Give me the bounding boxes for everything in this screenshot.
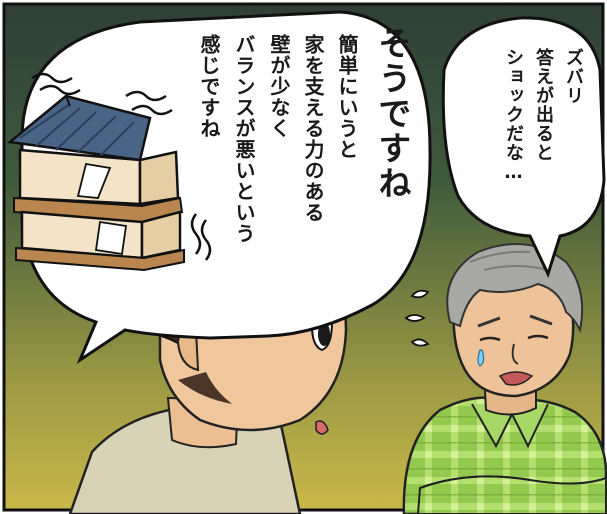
old-man-figure [402,243,607,514]
damaged-house-illustration [7,72,212,272]
staff-line-2: 家を支える力のある [301,34,325,223]
staff-speech-bubble [20,10,432,365]
staff-line-3: 壁が少なく [267,34,291,139]
staff-line-5: 感じですね [197,34,221,139]
old-man-line-3: ショックだな… [503,48,524,184]
staff-line-1: 簡単にいうと [335,34,359,160]
old-man-line-1: ズバリ [563,48,584,105]
staff-exclamation-text: そうですね [373,26,412,201]
old-man-line-2: 答えが出ると [533,48,554,162]
staff-line-4: バランスが悪いという [232,34,256,244]
sweat-marks [404,289,430,347]
old-man-speech-bubble [441,16,606,279]
